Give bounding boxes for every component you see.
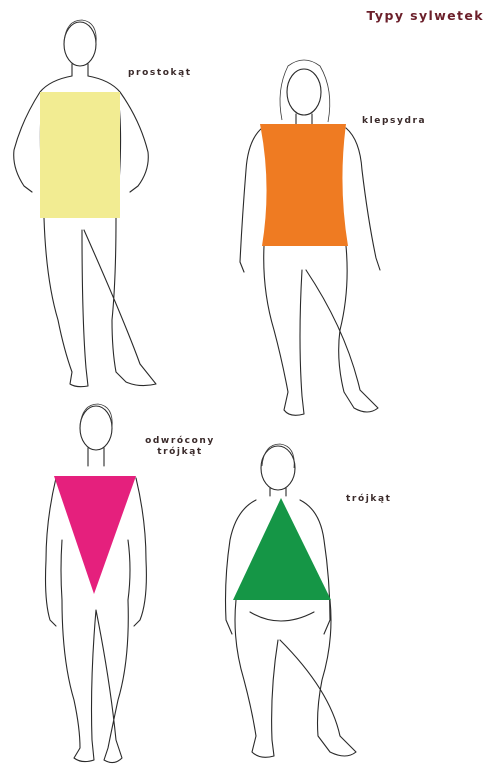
label-inverted-triangle: odwrócony trójkąt bbox=[132, 436, 228, 458]
label-inverted-triangle-line1: odwrócony bbox=[132, 436, 228, 447]
label-inverted-triangle-line2: trójkąt bbox=[132, 447, 228, 458]
rectangle-shape bbox=[40, 92, 120, 218]
hourglass-shape bbox=[260, 124, 348, 246]
head-outline bbox=[261, 446, 295, 490]
figure-triangle bbox=[226, 444, 357, 757]
legs-outline bbox=[44, 218, 156, 387]
label-rectangle: prostokąt bbox=[128, 68, 192, 79]
triangle-shape bbox=[233, 498, 331, 600]
figure-hourglass bbox=[240, 60, 380, 415]
label-triangle: trójkąt bbox=[346, 494, 392, 505]
label-hourglass: klepsydra bbox=[362, 116, 426, 127]
legs-outline bbox=[264, 246, 378, 415]
head-outline bbox=[80, 406, 112, 450]
hair-outline bbox=[262, 444, 294, 468]
neck-outline bbox=[88, 448, 104, 466]
inverted-triangle-shape bbox=[54, 476, 136, 594]
legs-outline bbox=[62, 600, 128, 763]
hip-line bbox=[250, 612, 314, 621]
hair-outline bbox=[80, 404, 112, 428]
legs-outline bbox=[235, 600, 356, 757]
head-outline bbox=[64, 22, 96, 66]
hair-outline bbox=[64, 20, 96, 44]
head-outline bbox=[287, 69, 321, 115]
